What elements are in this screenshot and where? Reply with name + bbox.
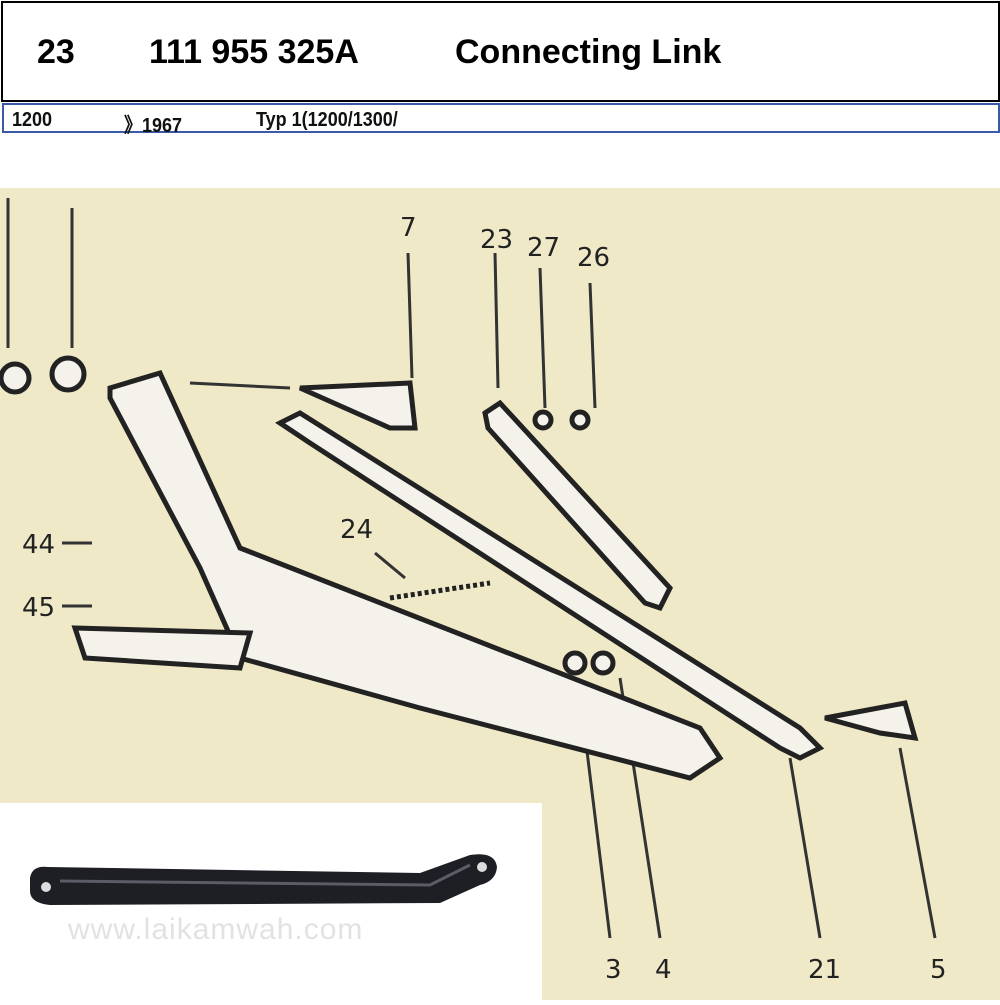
callout-45: 45 bbox=[22, 593, 55, 623]
watermark: www.laikamwah.com bbox=[68, 913, 364, 946]
connecting-link-photo bbox=[30, 854, 497, 905]
callout-4: 4 bbox=[655, 955, 672, 985]
nut bbox=[0, 361, 32, 395]
years: 》1967 bbox=[124, 115, 183, 137]
callout-5: 5 bbox=[930, 955, 947, 985]
link-23 bbox=[482, 399, 674, 612]
callout-44: 44 bbox=[22, 530, 55, 560]
product-photo: www.laikamwah.com bbox=[0, 803, 542, 1000]
part-number: 111 955 325A bbox=[149, 33, 359, 71]
callout-7: 7 bbox=[400, 213, 417, 243]
connecting-link-diagram bbox=[275, 410, 825, 761]
item-number: 23 bbox=[37, 33, 75, 71]
model-info-bar: 1200 》1967 Typ 1(1200/1300/ bbox=[2, 103, 1000, 137]
part-name: Connecting Link bbox=[455, 33, 722, 71]
callout-labels: 7 23 27 26 24 44 45 3 4 21 5 bbox=[22, 213, 947, 985]
vehicle-type: Typ 1(1200/1300/ bbox=[256, 109, 398, 131]
callout-26: 26 bbox=[577, 243, 610, 273]
callout-27: 27 bbox=[527, 233, 560, 263]
pedal-bracket bbox=[107, 369, 724, 781]
callout-23: 23 bbox=[480, 225, 513, 255]
callout-3: 3 bbox=[605, 955, 622, 985]
model: 1200 bbox=[12, 109, 53, 131]
part-title-box: 23 111 955 325A Connecting Link bbox=[1, 1, 1000, 102]
callout-21: 21 bbox=[808, 955, 841, 985]
diagram-parts bbox=[0, 355, 919, 781]
plate bbox=[71, 625, 254, 671]
washer bbox=[49, 355, 87, 393]
callout-24: 24 bbox=[340, 515, 373, 545]
